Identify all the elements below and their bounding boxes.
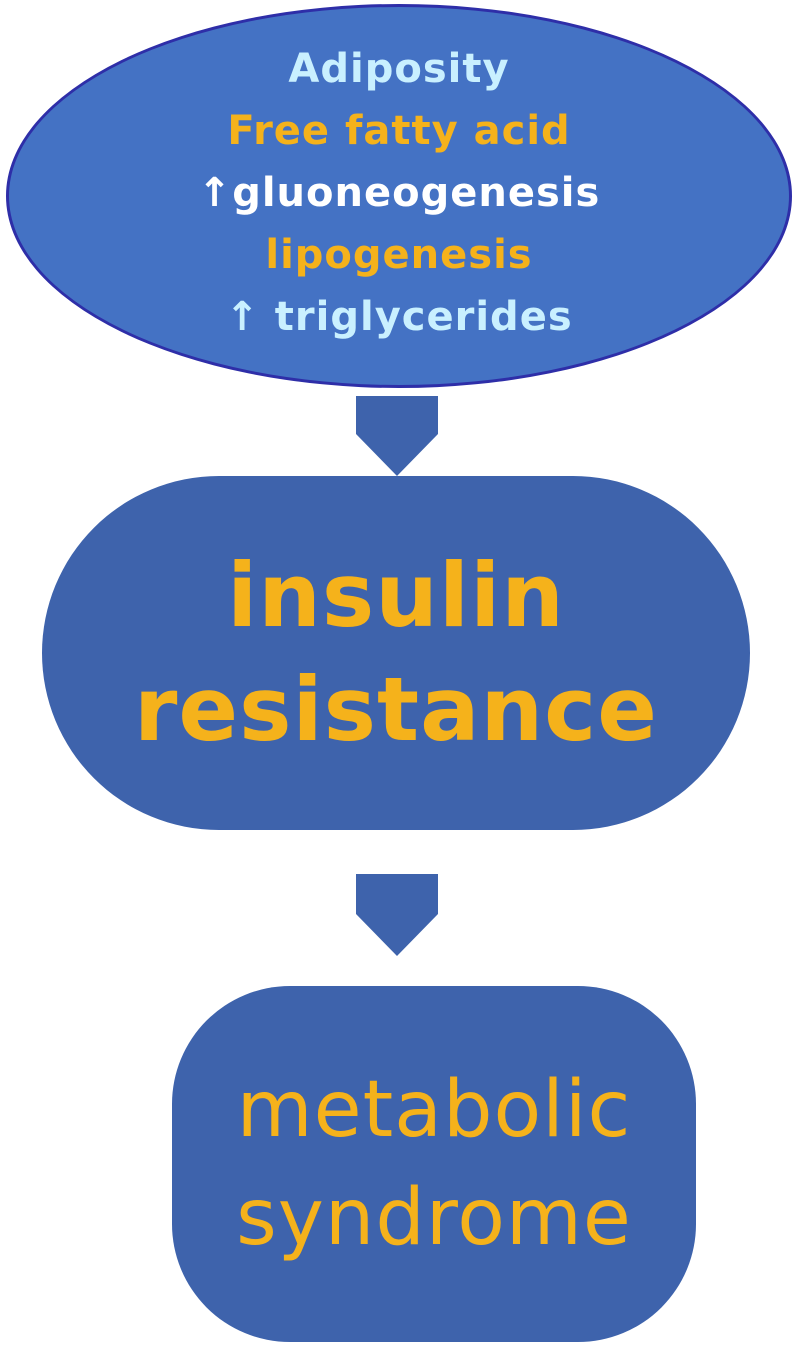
risk-factors-ellipse: Adiposity Free fatty acid ↑gluoneogenesi… (6, 4, 792, 388)
risk-factor-adiposity: Adiposity (288, 46, 510, 92)
risk-factor-triglycerides: ↑ triglycerides (225, 294, 573, 340)
metabolic-syndrome-line-1: metabolic (236, 1065, 632, 1155)
insulin-resistance-line-1: insulin (227, 544, 565, 647)
insulin-resistance-line-2: resistance (134, 658, 658, 761)
risk-factor-gluconeogenesis: ↑gluoneogenesis (197, 170, 601, 216)
insulin-resistance-node: insulin resistance (42, 476, 750, 830)
risk-factor-free-fatty-acid: Free fatty acid (227, 108, 571, 154)
risk-factor-lipogenesis: lipogenesis (265, 232, 533, 278)
metabolic-syndrome-node: metabolic syndrome (172, 986, 696, 1342)
down-arrow-icon (356, 396, 438, 476)
down-arrow-icon (356, 874, 438, 956)
down-arrow-2 (356, 874, 438, 956)
down-arrow-1 (356, 396, 438, 476)
metabolic-syndrome-line-2: syndrome (236, 1173, 632, 1263)
